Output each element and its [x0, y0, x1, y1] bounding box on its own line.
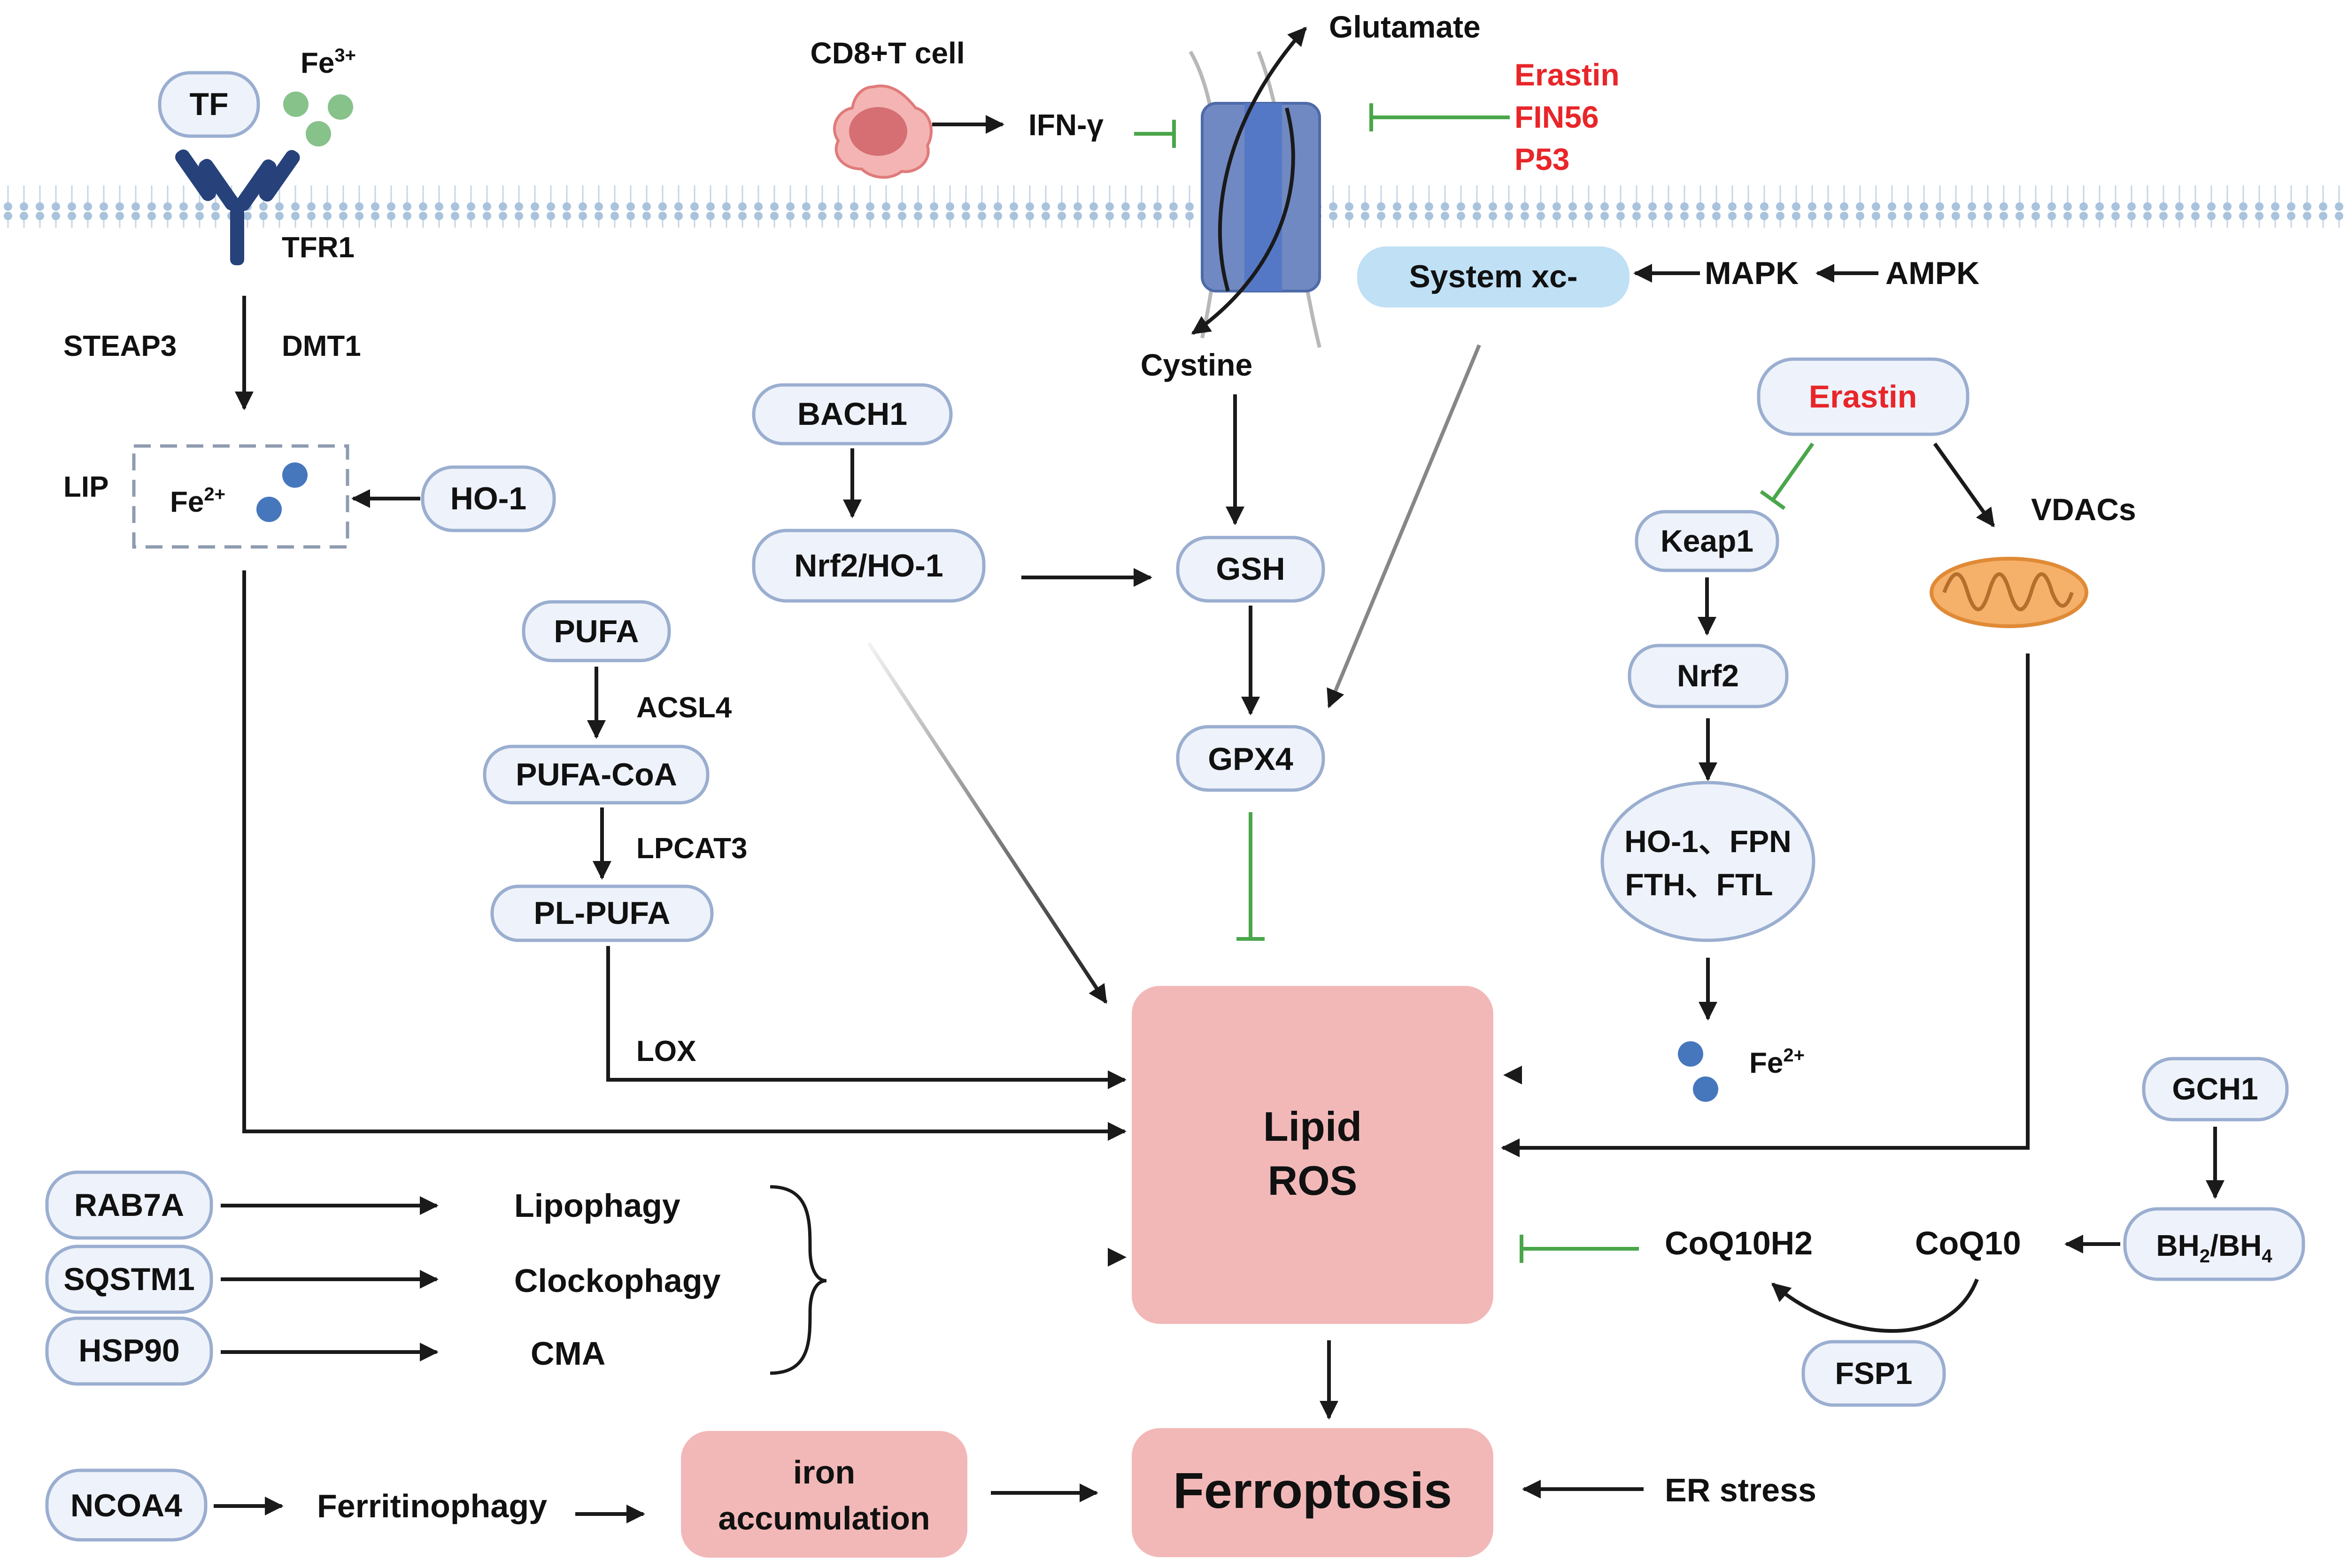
fe3-dot	[328, 94, 353, 120]
vdacs-label: VDACs	[2031, 492, 2136, 527]
keap1-label: Keap1	[1661, 523, 1753, 558]
rab7a-label: RAB7A	[74, 1187, 184, 1223]
erastin-top-label: Erastin	[1514, 57, 1620, 92]
coq10-label: CoQ10	[1915, 1225, 2021, 1261]
lipid-label: Lipid	[1263, 1103, 1362, 1150]
fsp1-label: FSP1	[1835, 1356, 1912, 1391]
pufa-coa-label: PUFA-CoA	[516, 757, 677, 792]
glutamate-label: Glutamate	[1329, 9, 1481, 44]
hsp90-label: HSP90	[78, 1333, 179, 1368]
er-stress-label: ER stress	[1665, 1472, 1816, 1508]
ferroptosis-node	[1132, 1428, 1493, 1557]
cystine-label: Cystine	[1141, 347, 1252, 382]
lip-dashed-box	[132, 444, 349, 549]
sqstm1-node	[45, 1245, 213, 1314]
fe3-dot	[283, 92, 309, 117]
lipid-ros-node	[1132, 986, 1493, 1324]
fe2-dot	[256, 497, 282, 522]
ho1-node	[421, 465, 556, 532]
system-xc-label: System xc-	[1409, 259, 1577, 294]
lpcat3-label: LPCAT3	[636, 832, 748, 865]
clockophagy-label: Clockophagy	[514, 1262, 721, 1299]
system-xc-transporter-icon	[1189, 27, 1321, 348]
steap3-label: STEAP3	[63, 330, 177, 362]
cd8-t-cell-icon	[833, 85, 933, 179]
pl-pufa-label: PL-PUFA	[534, 895, 671, 931]
mapk-label: MAPK	[1705, 255, 1799, 291]
pufa-coa-node	[483, 745, 710, 805]
gpx4-node	[1176, 725, 1325, 792]
hsp90-node	[45, 1316, 213, 1386]
mitochondrion-icon	[1930, 557, 2088, 628]
ncoa4-label: NCOA4	[70, 1488, 182, 1523]
fe3-dot	[306, 121, 331, 146]
gsh-node	[1176, 536, 1325, 603]
sqstm1-label: SQSTM1	[63, 1261, 195, 1297]
erastin-right-label: Erastin	[1809, 379, 1917, 415]
fe2-lip-label: Fe2+	[170, 484, 225, 518]
pufa-node	[522, 600, 671, 662]
lox-label: LOX	[636, 1035, 696, 1068]
fe3-label: Fe3+	[301, 45, 356, 79]
gpx4-label: GPX4	[1208, 741, 1293, 777]
p53-label: P53	[1514, 142, 1569, 177]
fth-ftl-label: FTH、FTL	[1625, 867, 1773, 902]
transferrin-receptor-icon	[175, 149, 300, 265]
ros-label: ROS	[1268, 1157, 1358, 1204]
cma-label: CMA	[531, 1335, 605, 1372]
system-xc-node	[1357, 246, 1630, 307]
tfr1-label: TFR1	[282, 231, 355, 264]
cd8-label: CD8+T cell	[810, 36, 965, 70]
ferroptosis-label: Ferroptosis	[1173, 1462, 1452, 1519]
iron-accumulation-node	[681, 1431, 967, 1558]
pl-pufa-node	[490, 884, 714, 942]
lip-label: LIP	[63, 471, 108, 503]
ho1-label: HO-1	[450, 481, 526, 516]
lipophagy-label: Lipophagy	[514, 1187, 680, 1224]
pufa-label: PUFA	[554, 614, 639, 649]
accumulation-label: accumulation	[718, 1500, 930, 1537]
nrf2-ho1-label: Nrf2/HO-1	[794, 548, 943, 584]
acsl4-label: ACSL4	[636, 692, 732, 724]
fe2-dot	[1678, 1041, 1703, 1067]
tf-label: TF	[189, 86, 228, 122]
fsp1-node	[1801, 1340, 1946, 1407]
keap1-node	[1635, 510, 1779, 572]
dmt1-label: DMT1	[282, 330, 361, 362]
iron-label: iron	[793, 1454, 855, 1491]
bach1-node	[752, 383, 953, 446]
brace	[770, 1185, 827, 1375]
fe2-dot	[282, 462, 308, 488]
nrf2-node	[1628, 644, 1789, 708]
erastin-right-node	[1757, 357, 1970, 436]
rab7a-node	[45, 1170, 213, 1240]
nrf2-label: Nrf2	[1677, 658, 1739, 693]
coq10h2-label: CoQ10H2	[1665, 1225, 1813, 1261]
ferritinophagy-label: Ferritinophagy	[317, 1488, 547, 1524]
fin56-label: FIN56	[1514, 100, 1599, 134]
bh2-bh4-node	[2123, 1207, 2305, 1281]
gch1-label: GCH1	[2172, 1071, 2258, 1106]
ampk-label: AMPK	[1885, 255, 1979, 291]
bh2-bh4-label: BH2/BH4	[2156, 1229, 2272, 1267]
fe2-right-label: Fe2+	[1749, 1045, 1805, 1079]
fe2-dot	[1693, 1076, 1718, 1102]
gch1-node	[2142, 1057, 2289, 1122]
gsh-label: GSH	[1216, 551, 1285, 587]
nrf2-ho1-node	[752, 529, 986, 603]
ho1-fpn-node	[1600, 781, 1815, 942]
ifn-label: IFN-γ	[1028, 108, 1104, 142]
bach1-label: BACH1	[797, 396, 907, 432]
ncoa4-node	[45, 1468, 208, 1542]
ho1-fpn-label: HO-1、FPN	[1624, 824, 1792, 859]
cell-membrane	[0, 185, 2348, 228]
tf-node	[158, 71, 260, 138]
